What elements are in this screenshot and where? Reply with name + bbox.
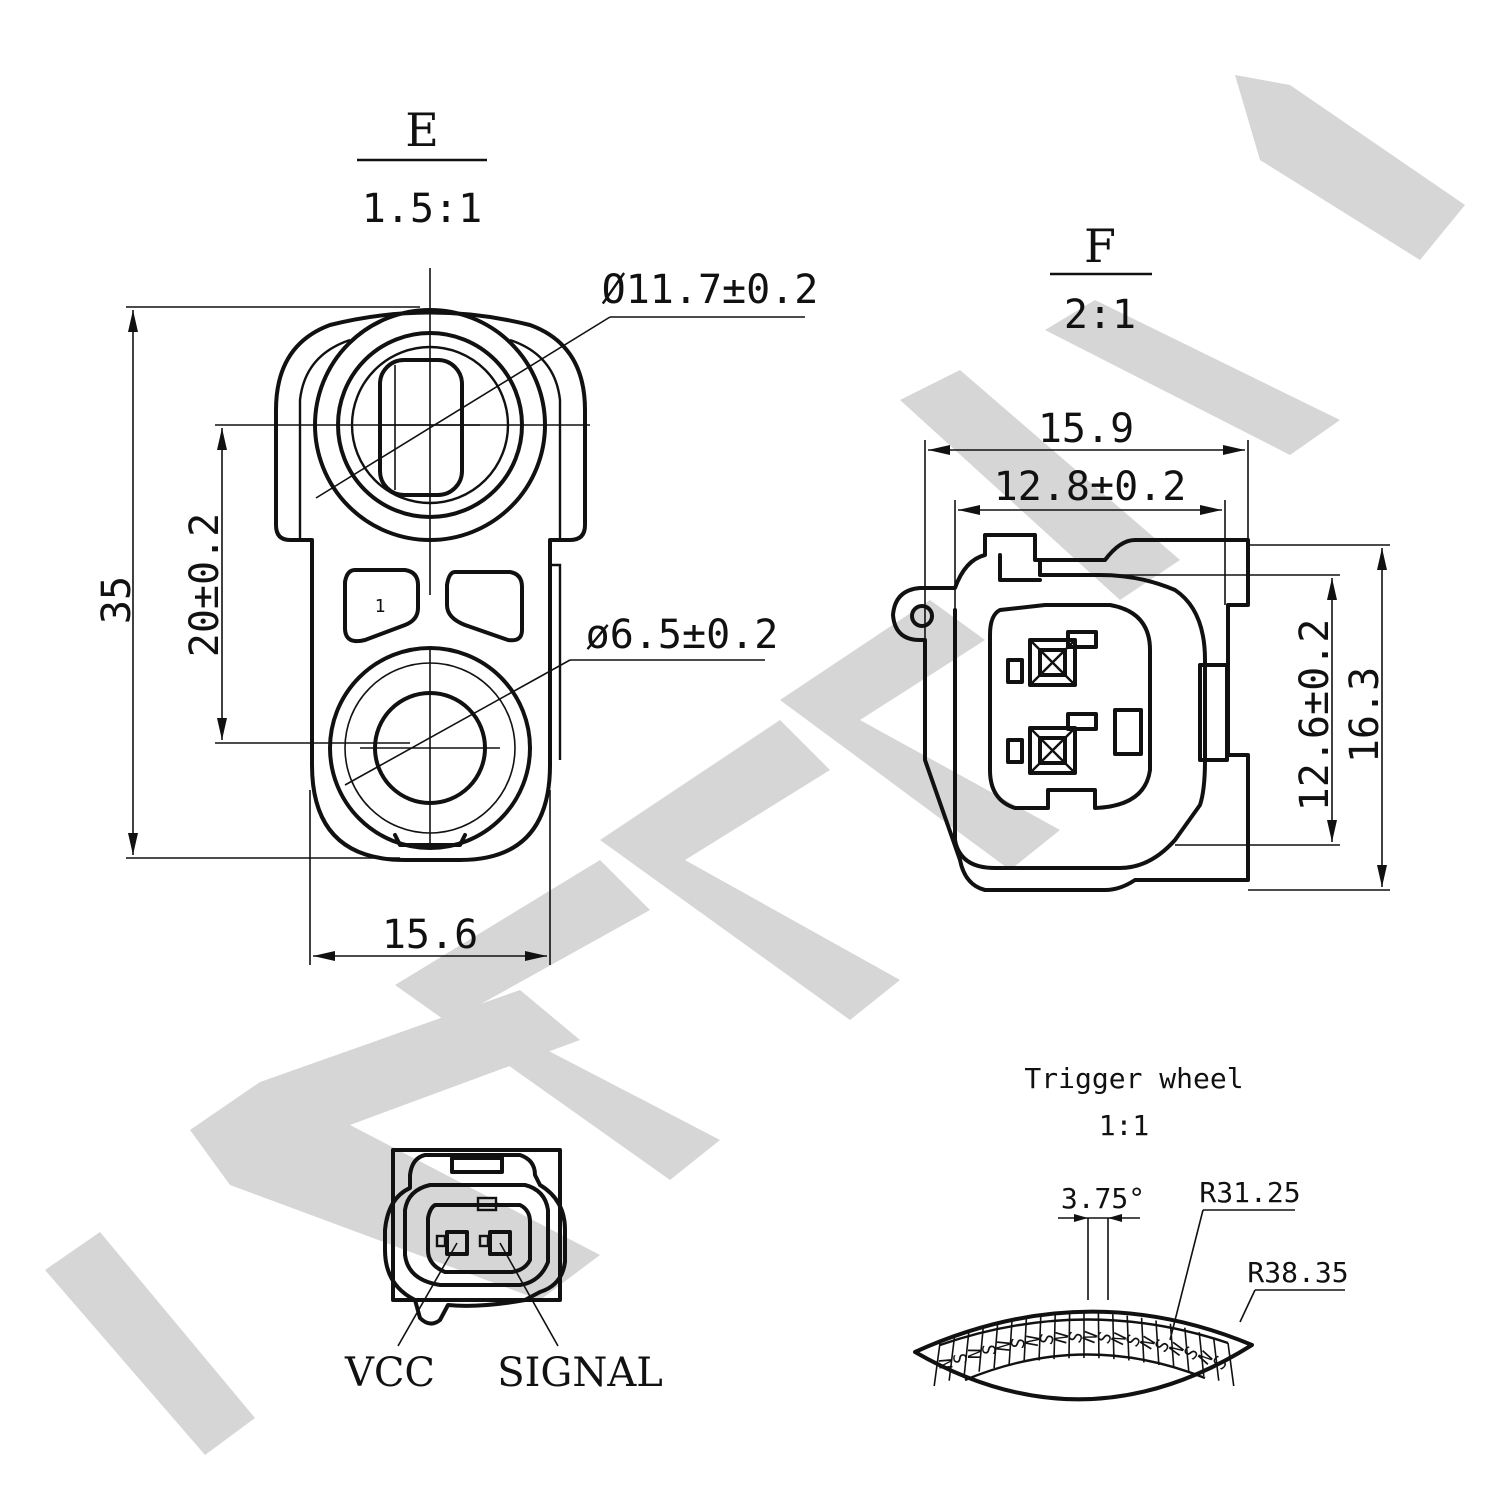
label-signal: SIGNAL (497, 1350, 663, 1396)
view-f-label: F (1084, 219, 1116, 273)
trigger-wheel-arc (913, 1309, 1254, 1402)
pole-label: N (965, 1348, 986, 1359)
pole-divider (948, 1337, 956, 1381)
pinout-housing (383, 1153, 567, 1326)
pole-label: S (950, 1353, 971, 1365)
dim-height: 35 (94, 576, 140, 624)
view-e-label: E (405, 103, 439, 157)
label-vcc: VCC (344, 1350, 435, 1396)
pin-signal-terminal (488, 1230, 512, 1256)
connector-housing (891, 533, 1250, 892)
pin-terminal-1 (1028, 638, 1077, 687)
dim-small-hole: ø6.5±0.2 (586, 612, 779, 658)
dim-outer-width: 15.9 (1038, 406, 1134, 452)
left-tab (343, 568, 420, 644)
dim-inner-height: 12.6±0.2 (1292, 619, 1338, 812)
pole-label: S (1008, 1336, 1030, 1350)
label-pitch-angle: 3.75° (1061, 1182, 1145, 1215)
pole-divider (933, 1342, 941, 1387)
pole-label: S (1209, 1352, 1232, 1374)
dim-spacing: 20±0.2 (182, 513, 228, 658)
label-outer-radius: R38.35 (1247, 1256, 1348, 1289)
pole-divider (978, 1327, 984, 1372)
pole-label: N (936, 1357, 958, 1370)
key-slot (378, 358, 464, 497)
view-e-scale: 1.5:1 (362, 186, 482, 232)
right-tab (445, 570, 524, 643)
label-inner-radius: R31.25 (1199, 1176, 1300, 1209)
pin-vcc-terminal (445, 1230, 469, 1256)
pole-divider (1198, 1332, 1205, 1377)
dim-outer-height: 16.3 (1342, 667, 1388, 763)
pole-label: S (979, 1344, 1001, 1356)
pole-divider (1227, 1342, 1235, 1387)
pole-label: N (1022, 1334, 1045, 1349)
pole-divider (1038, 1315, 1042, 1361)
pole-divider (1169, 1323, 1175, 1369)
sensor-body-outline (274, 310, 587, 862)
small-hole-outer (328, 646, 532, 850)
pole-divider (1068, 1313, 1071, 1359)
pole-divider (1008, 1320, 1013, 1366)
pole-divider (1023, 1317, 1028, 1363)
pole-divider (1140, 1317, 1145, 1363)
pole-divider (1155, 1320, 1160, 1366)
connector-pinout: VCC SIGNAL (344, 1148, 663, 1396)
dim-inner-width: 12.8±0.2 (994, 464, 1187, 510)
view-f: F 2:1 15.9 (891, 219, 1390, 892)
trigger-wheel-title: Trigger wheel (1024, 1062, 1243, 1095)
pin-terminal-2 (1028, 726, 1077, 775)
dim-big-hole: Ø11.7±0.2 (602, 267, 819, 313)
pole-divider (1112, 1314, 1115, 1360)
marker-text: 1 (375, 596, 386, 617)
view-e: E 1.5:1 1 Ø11.7±0.2 ø6.5±0.2 (94, 103, 818, 965)
pole-divider (1184, 1327, 1190, 1372)
pole-divider (963, 1332, 970, 1377)
pole-label: N (993, 1340, 1015, 1353)
dim-width: 15.6 (382, 912, 478, 958)
connector-cavity (988, 603, 1152, 810)
pole-label: S (1036, 1331, 1059, 1346)
pole-divider (1053, 1314, 1056, 1360)
pole-divider (1126, 1315, 1130, 1361)
pole-divider (1212, 1337, 1220, 1381)
watermark-logo (45, 75, 1465, 1455)
view-f-scale: 2:1 (1064, 292, 1136, 338)
pole-divider (1097, 1313, 1100, 1359)
pole-divider (993, 1323, 999, 1369)
trigger-wheel-scale: 1:1 (1099, 1109, 1150, 1142)
